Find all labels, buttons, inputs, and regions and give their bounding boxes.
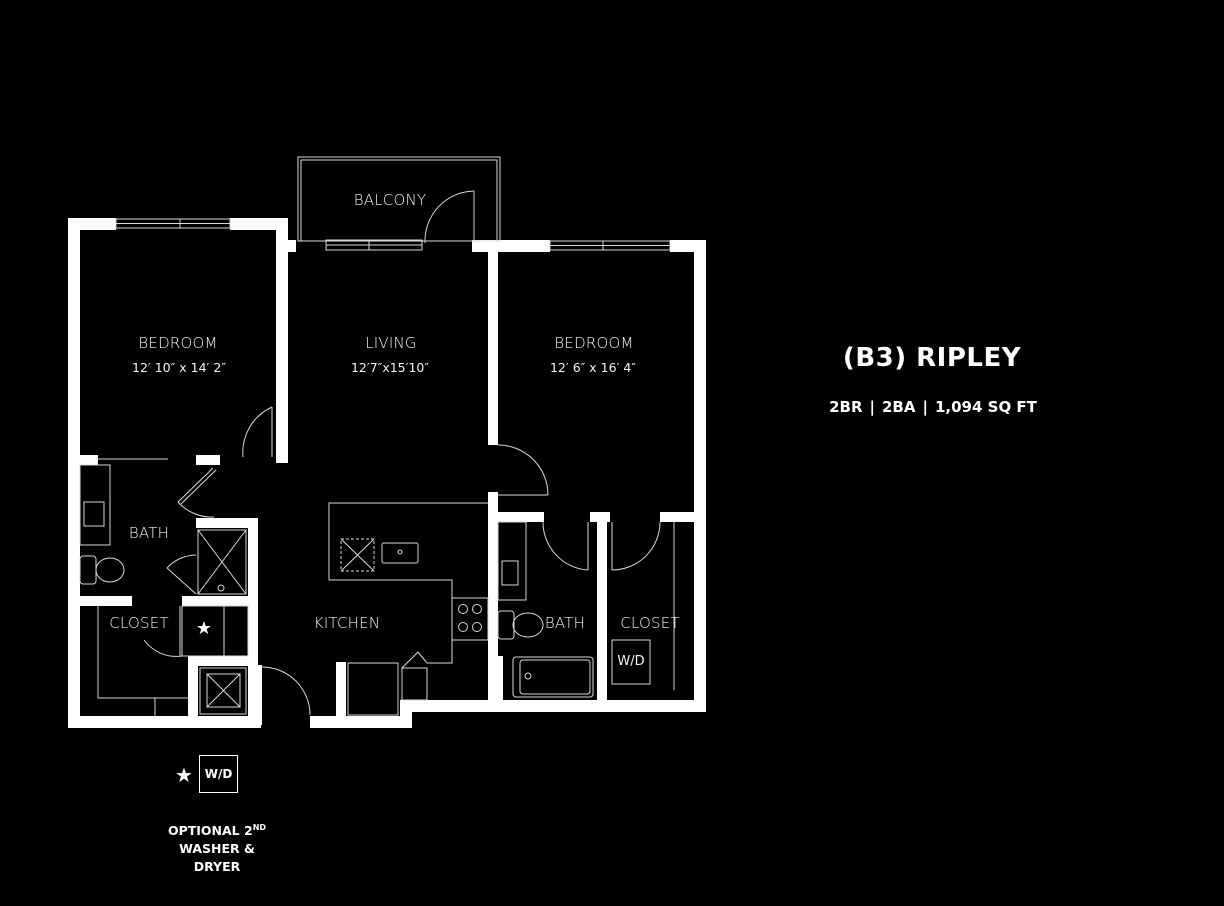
unit-title: (B3) RIPLEY xyxy=(842,343,1022,373)
legend-star-icon: ★ xyxy=(175,765,193,787)
legend-wd-label: W/D xyxy=(204,767,233,781)
legend-note-line2: WASHER & xyxy=(179,841,255,856)
closet-left-label: CLOSET xyxy=(109,614,169,632)
legend-wd-box: W/D xyxy=(199,755,238,793)
legend-note-line1: OPTIONAL 2ND xyxy=(168,819,266,840)
bathroom-count: 2BA xyxy=(882,398,916,416)
square-footage: 1,094 SQ FT xyxy=(934,398,1037,416)
legend-note-line3: DRYER xyxy=(193,859,241,874)
spec-separator: | xyxy=(922,398,928,416)
bedroom-right-dimensions: 12′ 6″ x 16′ 4″ xyxy=(549,360,637,375)
kitchen-label: KITCHEN xyxy=(313,614,381,632)
spec-separator: | xyxy=(869,398,875,416)
bedroom-left-label: BEDROOM xyxy=(138,334,218,352)
legend-note: OPTIONAL 2ND WASHER & DRYER xyxy=(168,819,266,876)
living-label: LIVING xyxy=(365,334,417,352)
washer-dryer-label: W/D xyxy=(617,654,645,669)
bedroom-count: 2BR xyxy=(829,398,863,416)
linework xyxy=(79,156,675,716)
optional-wd-star-icon: ★ xyxy=(195,618,213,638)
walls xyxy=(68,218,706,728)
legend-note-superscript: ND xyxy=(252,823,267,832)
unit-specs: 2BR | 2BA | 1,094 SQ FT xyxy=(829,398,1037,416)
bedroom-left-dimensions: 12′ 10″ x 14′ 2″ xyxy=(132,360,226,375)
bath-left-label: BATH xyxy=(128,524,170,542)
bedroom-right-label: BEDROOM xyxy=(554,334,634,352)
living-dimensions: 12′7″x15′10″ xyxy=(350,360,430,375)
balcony-label: BALCONY xyxy=(353,191,427,209)
legend-note-text: OPTIONAL 2 xyxy=(167,823,253,838)
closet-right-label: CLOSET xyxy=(620,614,680,632)
bath-right-label: BATH xyxy=(544,614,586,632)
